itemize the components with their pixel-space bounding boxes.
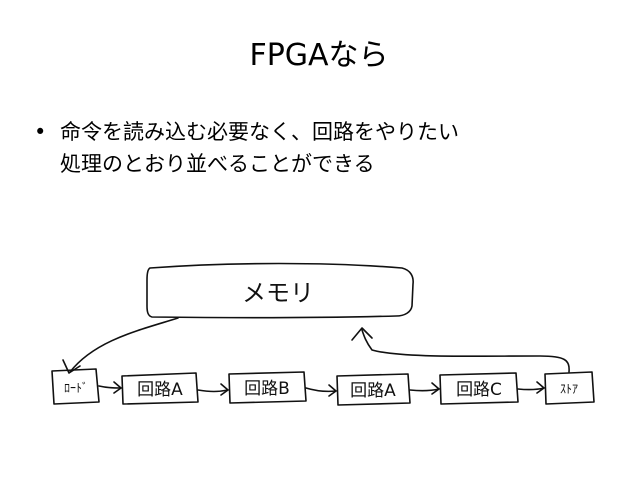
arrow-b-to-a: [305, 384, 337, 397]
bullet-line-1: 命令を読み込む必要なく、回路をやりたい: [60, 120, 459, 144]
store-to-memory-arrow: [361, 329, 570, 373]
block-store: ｽﾄｱ: [544, 371, 595, 405]
bullet-line-2: 処理のとおり並べることができる: [60, 152, 375, 176]
slide-title: FPGAなら: [249, 38, 389, 73]
block-circuit-a-1-label: 回路A: [137, 380, 183, 400]
block-circuit-a-2-label: 回路A: [350, 381, 396, 401]
bullet-dot: •: [34, 120, 47, 144]
block-circuit-a-1: 回路A: [121, 372, 199, 405]
block-circuit-a-2: 回路A: [336, 373, 411, 406]
arrow-a-to-c: [409, 382, 440, 395]
block-circuit-c: 回路C: [439, 372, 519, 405]
memory-to-load-arrow: [69, 317, 179, 373]
bullet-text: 命令を読み込む必要なく、回路をやりたい 処理のとおり並べることができる: [60, 116, 620, 180]
memory-box: [146, 262, 414, 319]
arrow-a-to-b: [197, 383, 229, 396]
block-store-label: ｽﾄｱ: [560, 382, 578, 396]
block-circuit-b: 回路B: [228, 371, 307, 404]
block-circuit-c-label: 回路C: [456, 380, 502, 400]
arrow-load-to-a: [98, 381, 122, 394]
store-to-memory-arrowhead: [351, 327, 373, 341]
memory-to-load-arrowhead: [62, 359, 81, 374]
memory-label: メモリ: [242, 279, 314, 307]
block-load-label: ﾛｰﾄﾞ: [64, 381, 88, 395]
block-load: ﾛｰﾄﾞ: [51, 368, 100, 405]
arrow-c-to-store: [517, 381, 545, 394]
block-circuit-b-label: 回路B: [244, 379, 290, 399]
